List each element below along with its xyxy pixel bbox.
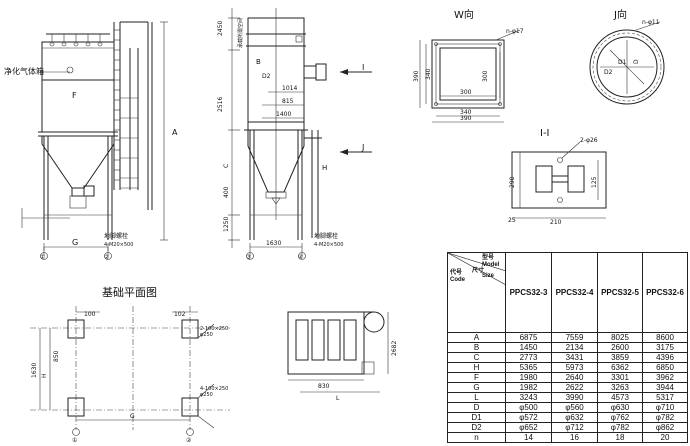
header-size: 尺寸 [472, 268, 485, 274]
w-300a: 300 [482, 70, 489, 82]
dim-d2-side: D2 [262, 73, 271, 80]
label-g: G [72, 238, 78, 247]
dimension-table: 型号 Model 尺寸 Size 代号 Code PPCS32-3 PPCS32… [447, 252, 688, 443]
w-view [419, 29, 521, 123]
dim-1250: 1250 [223, 217, 230, 232]
aux-platform: 承载所需空间 [237, 18, 244, 48]
w-300b: 300 [460, 89, 472, 96]
header-code: 代号 [450, 270, 463, 276]
f-1630: 1630 [31, 363, 38, 378]
f-circle-2: ② [186, 437, 192, 444]
f-850: 850 [53, 350, 60, 362]
label-j: J [361, 143, 364, 152]
circle-3: ③ [246, 254, 251, 261]
f-102: 102 [174, 311, 186, 318]
j-view-title: J向 [613, 8, 627, 21]
j-holes: n-φ11 [642, 19, 660, 26]
label-i: I [362, 63, 364, 72]
j-d: D [633, 59, 640, 64]
foundation-plan [30, 306, 230, 436]
side-830: 830 [318, 383, 330, 390]
side-2682: 2682 [391, 341, 398, 356]
f-4-spec-b: φ250 [200, 392, 213, 398]
w-390b: 390 [460, 115, 472, 122]
front-view [21, 21, 168, 260]
header-code-en: Code [450, 277, 465, 283]
side-l: L [336, 395, 340, 402]
w-view-title: W向 [454, 8, 474, 21]
foundation-title: 基础平面图 [102, 286, 157, 299]
label-h: H [322, 164, 327, 172]
dim-815: 815 [282, 98, 294, 105]
ladder-cage [113, 22, 139, 190]
side-view [228, 8, 372, 260]
dim-1630: 1630 [266, 240, 281, 247]
s-290: 290 [509, 176, 516, 188]
header-model-3: PPCS32-5 [597, 252, 643, 333]
s-25: 25 [508, 217, 516, 224]
j-d1: D1 [618, 59, 627, 66]
w-340b: 340 [460, 109, 472, 116]
label-clean-gas-box: 净化气体箱 [4, 66, 44, 76]
label-f: F [72, 91, 77, 100]
blow-pipes [46, 33, 110, 47]
anchor-bolt-label-side: 地脚螺栓 [314, 232, 338, 240]
f-100: 100 [84, 311, 96, 318]
s-2-phi26: 2-φ26 [580, 137, 598, 144]
header-size-en: Size [482, 273, 495, 279]
f-4-spec: 4-100×250 [200, 386, 228, 392]
f-2-spec-b: φ250 [200, 332, 213, 338]
label-a: A [172, 128, 178, 137]
label-c: C [223, 164, 230, 168]
header-model: 型号 [482, 255, 495, 261]
w-340: 340 [425, 68, 432, 80]
anchor-bolt-label: 地脚螺栓 [104, 232, 128, 240]
f-g: G [130, 413, 135, 420]
circle-1: ① [40, 254, 45, 261]
top-view [287, 311, 389, 393]
s-125: 125 [591, 176, 598, 188]
inlet-flange [303, 65, 317, 79]
section-title: I-I [540, 128, 550, 139]
header-model-2: PPCS32-4 [551, 252, 598, 333]
label-b: B [256, 58, 261, 66]
table-corner-cell: 型号 Model 尺寸 Size 代号 Code [447, 252, 506, 333]
header-model-1: PPCS32-3 [505, 252, 552, 333]
j-d2: D2 [604, 69, 613, 76]
bolt-spec-side: 4-M20×500 [314, 242, 343, 248]
dim-2450: 2450 [217, 21, 224, 36]
circle-4: ④ [298, 254, 303, 261]
s-210: 210 [550, 219, 562, 226]
section-i-i [511, 141, 607, 219]
dim-400: 400 [223, 186, 230, 198]
w-holes: n-φ17 [506, 28, 524, 35]
table-header-row: 型号 Model 尺寸 Size 代号 Code PPCS32-3 PPCS32… [447, 252, 688, 333]
header-model-4: PPCS32-6 [642, 252, 688, 333]
f-circle-1: ① [72, 437, 77, 444]
header-model-en: Model [482, 262, 500, 268]
dim-2516: 2516 [217, 97, 224, 112]
w-390a: 390 [413, 70, 420, 82]
bolt-spec-front: 4-M20×500 [104, 242, 133, 248]
f-2-spec: 2-100×250 [200, 326, 228, 332]
labels: 净化气体箱 F A G ① ② 地脚螺栓 4-M20×500 2450 承载所需… [4, 8, 660, 444]
j-view [589, 21, 665, 105]
dim-1400: 1400 [276, 111, 291, 118]
f-h: H [41, 373, 48, 378]
circle-2: ② [104, 254, 110, 261]
dim-1014: 1014 [282, 85, 297, 92]
